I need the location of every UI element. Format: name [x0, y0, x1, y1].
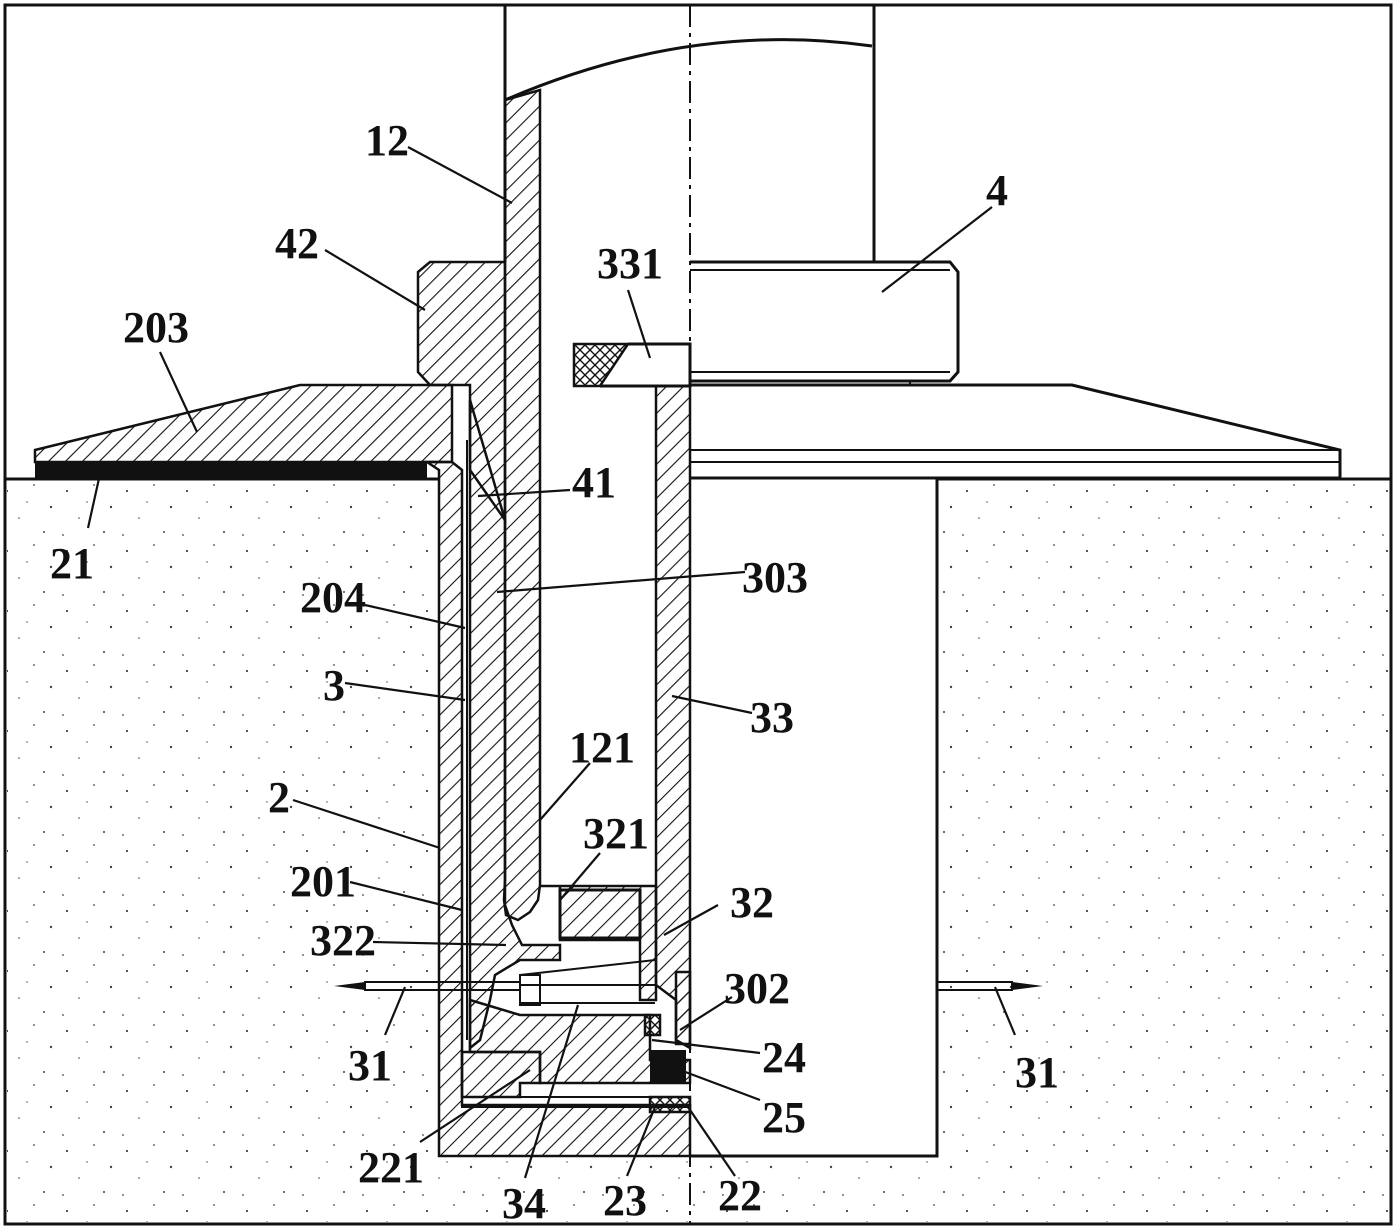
- label-203: 203: [123, 303, 189, 352]
- label-221: 221: [358, 1143, 424, 1192]
- part-12-pipe-wall: [504, 90, 540, 920]
- label-42: 42: [275, 219, 319, 268]
- part-24-seal: [645, 1015, 660, 1035]
- label-331: 331: [597, 239, 663, 288]
- part-4-handle-plate: [690, 262, 958, 386]
- part-302-spring-plate: [676, 972, 690, 1044]
- part-25-packing: [650, 1050, 686, 1084]
- part-34-rod: [520, 960, 655, 1005]
- right-box-outline: [690, 479, 937, 1156]
- label-21: 21: [50, 539, 94, 588]
- label-321: 321: [583, 809, 649, 858]
- part-22-seal-ring: [650, 1097, 690, 1112]
- label-24: 24: [762, 1033, 806, 1082]
- label-322: 322: [310, 916, 376, 965]
- label-204: 204: [300, 573, 366, 622]
- label-201: 201: [290, 857, 356, 906]
- label-302: 302: [724, 964, 790, 1013]
- label-32: 32: [730, 878, 774, 927]
- label-4: 4: [986, 166, 1008, 215]
- flange-right: [690, 385, 1340, 478]
- label-121: 121: [569, 723, 635, 772]
- label-34: 34: [502, 1179, 546, 1228]
- label-33: 33: [750, 693, 794, 742]
- soil-region: [5, 479, 1391, 1222]
- label-2: 2: [268, 773, 290, 822]
- label-22: 22: [718, 1171, 762, 1220]
- label-41: 41: [572, 458, 616, 507]
- label-25: 25: [762, 1093, 806, 1142]
- label-31-right: 31: [1015, 1048, 1059, 1097]
- label-31-left: 31: [348, 1041, 392, 1090]
- part-331-pin: [574, 344, 628, 386]
- part-21-base-pad: [35, 462, 427, 479]
- part-203-flange-left: [35, 385, 452, 462]
- label-3: 3: [323, 661, 345, 710]
- label-23: 23: [603, 1176, 647, 1225]
- label-303: 303: [742, 553, 808, 602]
- label-12: 12: [365, 116, 409, 165]
- part-33-right-wall: [656, 386, 690, 1048]
